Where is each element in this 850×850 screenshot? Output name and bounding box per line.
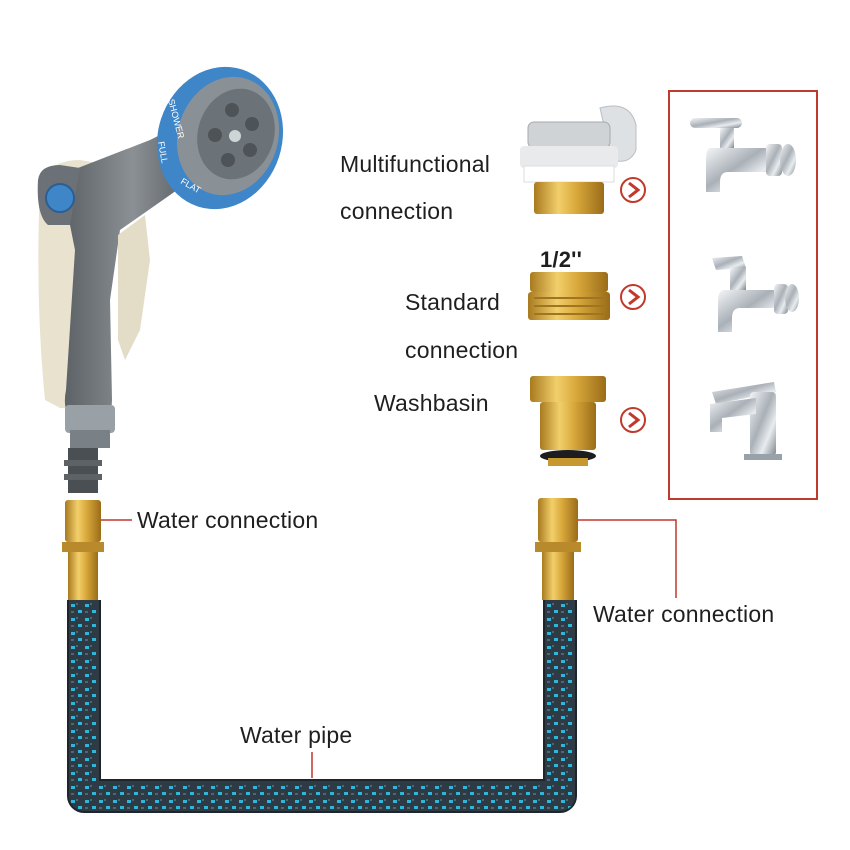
arrow-right-circle-icon xyxy=(621,178,645,202)
brass-fitting-icon xyxy=(530,376,606,466)
faucet-icon xyxy=(712,256,799,332)
brass-fitting-icon xyxy=(62,500,104,600)
label-half-inch: 1/2'' xyxy=(540,246,582,274)
faucet-icon xyxy=(710,382,782,460)
label-water-connection-left: Water connection xyxy=(137,506,318,534)
label-multifunctional-connection: connection xyxy=(340,197,453,225)
brass-fitting-icon xyxy=(528,272,610,320)
faucet-graphics xyxy=(670,92,816,498)
label-standard-connection: connection xyxy=(405,336,518,364)
label-washbasin: Washbasin xyxy=(374,389,489,417)
faucet-icon xyxy=(690,118,796,192)
arrow-right-circle-icon xyxy=(621,285,645,309)
hose-icon xyxy=(84,600,560,796)
label-multifunctional: Multifunctional xyxy=(340,150,490,178)
label-water-connection-right: Water connection xyxy=(593,600,774,628)
arrow-right-circle-icon xyxy=(621,408,645,432)
faucet-panel xyxy=(668,90,818,500)
brass-fitting-icon xyxy=(535,498,581,600)
label-standard: Standard xyxy=(405,288,500,316)
spray-gun-icon: SHOWER FULL FLAT xyxy=(38,50,302,493)
label-water-pipe: Water pipe xyxy=(240,721,352,749)
leader-lines xyxy=(101,520,676,778)
brass-fitting-icon xyxy=(520,106,636,214)
